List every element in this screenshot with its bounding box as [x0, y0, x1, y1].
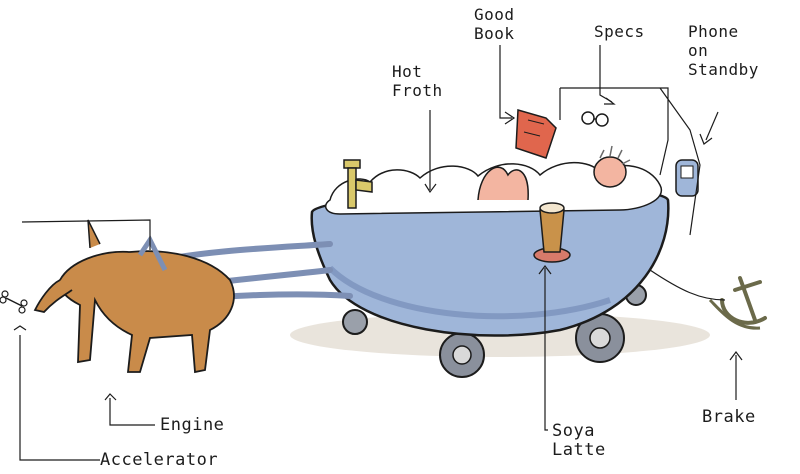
latte-glass-icon: [533, 202, 571, 263]
wheels: [342, 284, 647, 378]
bone-icon: [0, 290, 28, 314]
wheel-back-left: [342, 309, 368, 335]
bather: [593, 145, 631, 188]
book-icon: [515, 109, 557, 159]
brake-rope: [649, 269, 726, 301]
label-good-book: Good Book: [474, 5, 515, 43]
tap: [343, 159, 373, 209]
label-brake: Brake: [702, 407, 756, 427]
label-hot-froth: Hot Froth: [392, 62, 443, 100]
label-specs: Specs: [594, 22, 645, 41]
knees: [477, 166, 529, 201]
dog-engine: [33, 219, 235, 374]
label-soya-latte: Soya Latte: [552, 421, 606, 460]
label-accelerator: Accelerator: [100, 450, 219, 470]
label-phone-on-standby: Phone on Standby: [688, 22, 759, 79]
specs-icon: [581, 111, 609, 127]
phone-icon: [675, 159, 699, 197]
label-engine: Engine: [160, 415, 225, 435]
anchor-brake-icon: [708, 276, 767, 330]
pointer-lines: [13, 45, 743, 461]
